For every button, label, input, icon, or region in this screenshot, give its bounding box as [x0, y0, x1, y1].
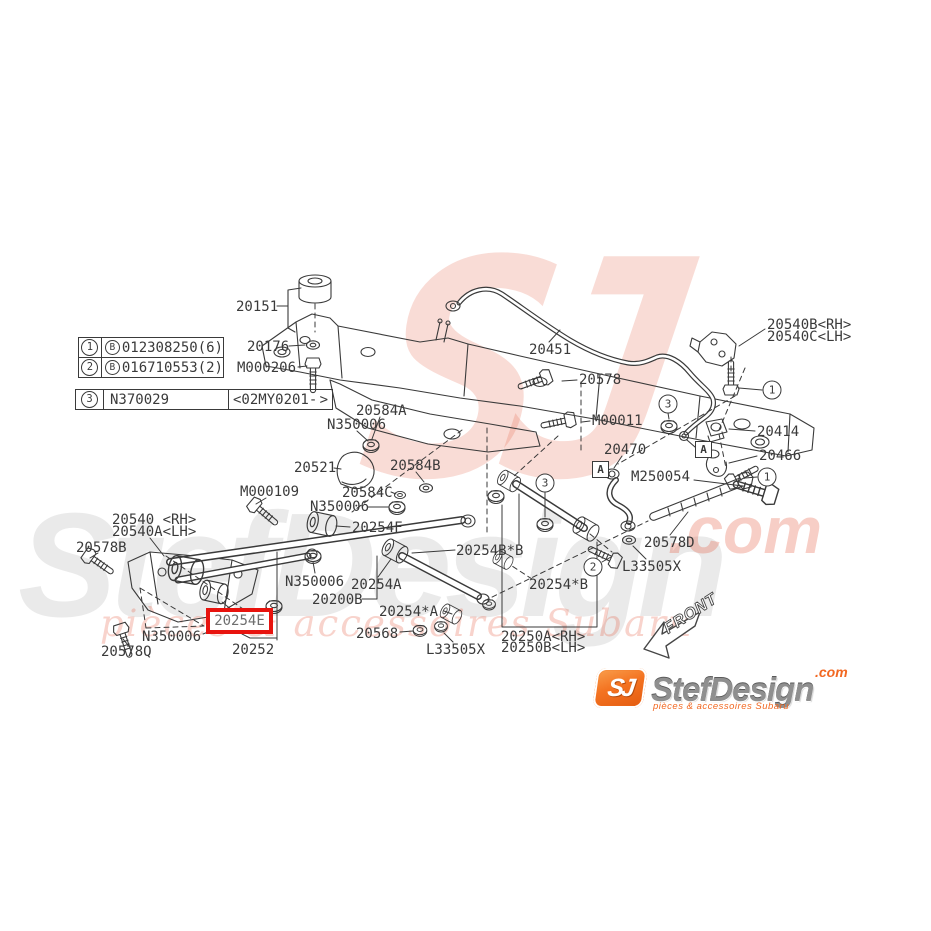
callout-circle-3: 3: [658, 394, 678, 414]
badge-monogram: SJ: [605, 673, 635, 702]
part-label-20578d: 20578D: [644, 535, 695, 551]
legend-row: 1 B 012308250(6): [79, 338, 223, 357]
range-open: <02MY0201-: [233, 391, 318, 408]
callout-circle-2: 2: [583, 557, 603, 577]
legend-row: 3 N370029 <02MY0201- >: [76, 390, 332, 409]
logo-tld: .com: [815, 664, 848, 680]
stabilizer-bushing-20414: [705, 418, 728, 443]
part-label-n350006: N350006: [142, 629, 202, 645]
part-label-20254bb: 20254B*B: [456, 543, 524, 559]
legend-part-code: N370029: [104, 390, 229, 409]
legend-part-code: 012308250(6): [121, 339, 223, 356]
part-label-l33505x: L33505X: [622, 559, 682, 575]
part-label-20578b: 20578B: [76, 540, 127, 556]
part-label-20254f: 20254F: [352, 520, 403, 536]
logo-tagline: pièces & accessoires Subaru: [653, 701, 790, 712]
part-label-20470: 20470: [604, 442, 647, 458]
callout-1-icon: 1: [81, 339, 99, 356]
part-label-20200b: 20200B: [312, 592, 363, 608]
front-label: FRONT: [661, 590, 721, 637]
legend-part-code: 016710553(2): [121, 359, 223, 376]
part-label-20451: 20451: [529, 342, 572, 358]
callout-2-icon: 2: [81, 359, 99, 376]
legend-code-cell: B 012308250(6): [102, 338, 223, 357]
logo-wordmark: StefDesign: [651, 671, 814, 708]
clamp-bracket-20540b: [689, 331, 737, 367]
section-marker-a: A: [695, 441, 712, 458]
part-label-20466: 20466: [759, 448, 802, 464]
part-label-l33505x: L33505X: [426, 642, 486, 658]
part-label-20540brh: 20540B<RH>: [767, 317, 852, 333]
legend-table-fasteners: 1 B 012308250(6) 2 B 016710553(2): [78, 337, 224, 378]
highlighted-part-20254e[interactable]: 20254E: [206, 608, 273, 634]
part-label-20540clh: 20540C<LH>: [767, 329, 852, 345]
cap-20521: [336, 451, 375, 490]
legend-callout-cell: 3: [76, 390, 104, 409]
callout-circle-1: 1: [762, 380, 782, 400]
legend-table-applicability: 3 N370029 <02MY0201- >: [75, 389, 333, 410]
legend-row: 2 B 016710553(2): [79, 357, 223, 377]
range-close: >: [319, 391, 328, 408]
part-label-m250054: M250054: [631, 469, 691, 485]
part-label-20151: 20151: [236, 299, 279, 315]
part-label-20252: 20252: [232, 642, 275, 658]
part-label-20578q: 20578Q: [101, 644, 152, 660]
circled-b-icon: B: [104, 360, 120, 375]
highlighted-part-label: 20254E: [214, 613, 265, 629]
part-label-m00011: M00011: [592, 413, 643, 429]
mount-bushing-20151: [276, 274, 332, 333]
part-label-20540alh: 20540A<LH>: [112, 524, 197, 540]
stabilizer-bar: [445, 286, 716, 448]
part-label-n350006: N350006: [327, 417, 387, 433]
part-label-20568: 20568: [356, 626, 399, 642]
section-marker-a: A: [592, 461, 609, 478]
callout-3-icon: 3: [81, 391, 98, 408]
part-label-20584b: 20584B: [390, 458, 441, 474]
part-label-20540rh: 20540 <RH>: [112, 512, 197, 528]
part-label-20250blh: 20250B<LH>: [501, 640, 586, 656]
stefdesign-badge-icon: SJ: [592, 668, 648, 708]
legend-callout-cell: 1: [79, 338, 102, 357]
stabilizer-link-20466: [705, 449, 728, 477]
legend-model-range: <02MY0201- >: [229, 390, 332, 409]
trailing-arm-20252: [166, 514, 476, 584]
part-label-20414: 20414: [757, 424, 800, 440]
stefdesign-logo: SJ StefDesign .com pièces & accessoires …: [592, 663, 863, 715]
part-label-20521: 20521: [294, 460, 337, 476]
part-label-20254a: 20254A: [351, 577, 402, 593]
front-direction-arrow: FRONT: [643, 590, 721, 659]
callout-circle-3: 3: [535, 473, 555, 493]
stabilizer-link-20470: [604, 468, 636, 532]
legend-callout-cell: 2: [79, 358, 102, 377]
legend-code-cell: B 016710553(2): [102, 358, 223, 377]
part-label-20176: 20176: [247, 339, 290, 355]
part-label-20584c: 20584C: [342, 485, 393, 501]
part-label-m000206: M000206: [237, 360, 297, 376]
part-label-20254b: 20254*B: [529, 577, 589, 593]
lateral-link-20254a: [398, 552, 490, 605]
part-label-20250arh: 20250A<RH>: [501, 629, 586, 645]
part-label-20584a: 20584A: [356, 403, 407, 419]
callout-circle-1: 1: [757, 467, 777, 487]
part-label-20254a: 20254*A: [379, 604, 439, 620]
part-label-20578: 20578: [579, 372, 622, 388]
part-label-n350006: N350006: [310, 499, 370, 515]
assembly-axis-lines: [139, 303, 746, 629]
part-label-n350006: N350006: [285, 574, 345, 590]
legend-part-code-text: N370029: [110, 391, 170, 408]
circled-b-icon: B: [104, 340, 120, 355]
lateral-link-rear: [512, 480, 588, 532]
part-label-m000109: M000109: [240, 484, 300, 500]
